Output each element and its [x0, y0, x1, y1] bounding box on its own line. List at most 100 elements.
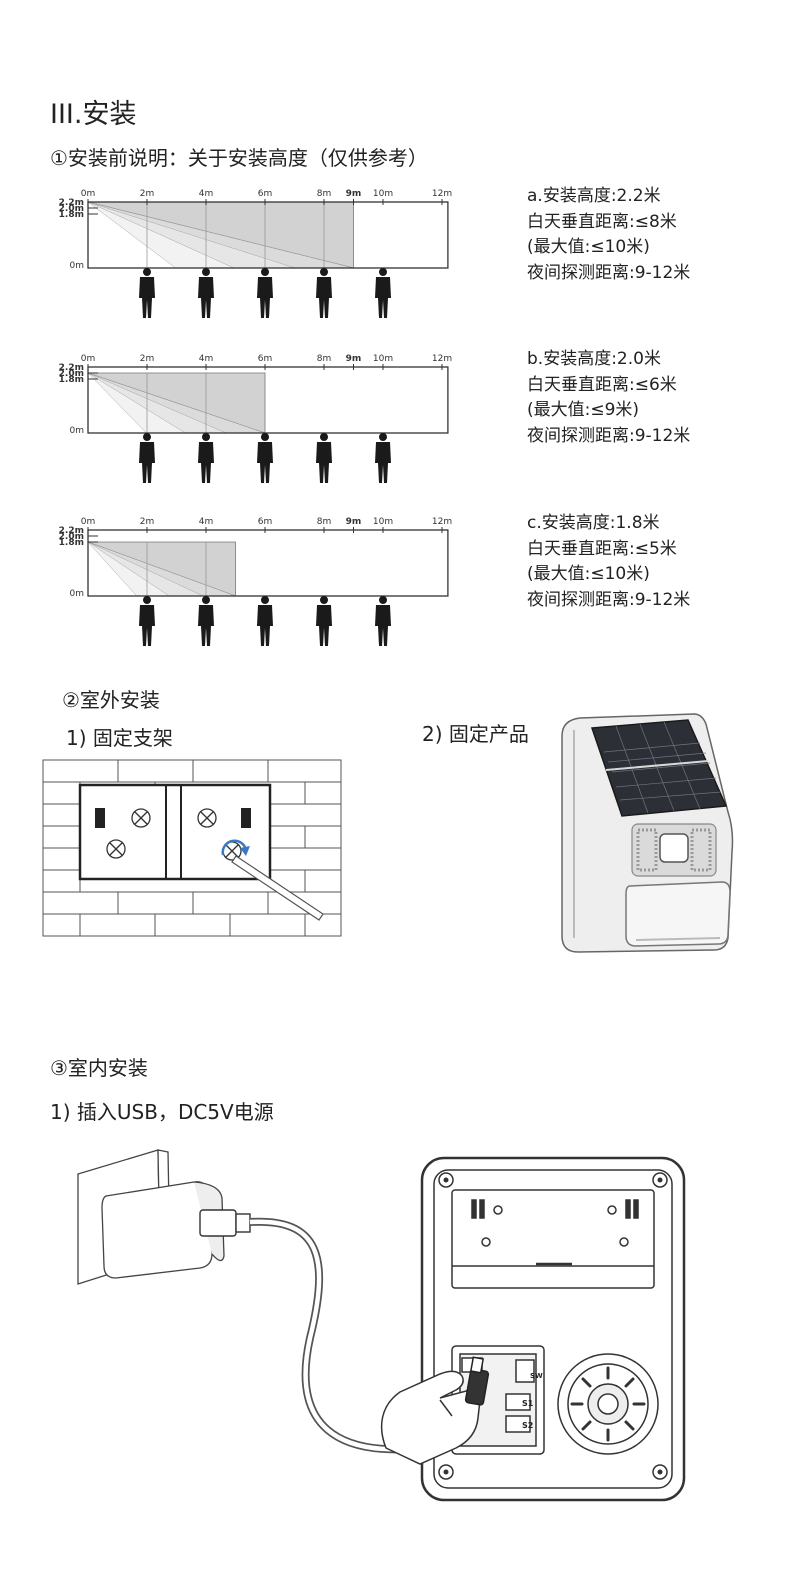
label-s1: S1	[522, 1399, 534, 1408]
person-icon	[375, 596, 391, 646]
person-icon	[198, 433, 214, 483]
label-s2: S2	[522, 1421, 533, 1430]
person-icon	[375, 433, 391, 483]
x-tick-label: 6m	[258, 517, 273, 527]
person-icon	[375, 268, 391, 318]
x-tick-label: 0m	[81, 189, 96, 199]
step-fix-bracket: 1) 固定支架	[66, 726, 173, 750]
person-icon	[139, 596, 155, 646]
spec-c-night: 夜间探测距离:9-12米	[527, 589, 691, 610]
screw-icon	[222, 841, 242, 861]
person-icon	[198, 596, 214, 646]
spec-a-max: (最大值:≤10米)	[527, 237, 650, 257]
spec-b-max: (最大值:≤9米)	[527, 400, 640, 420]
sensor-edge	[635, 937, 721, 941]
x-tick-label: 12m	[432, 517, 452, 527]
pir-sensor-window	[625, 881, 731, 947]
x-tick-label: 0m	[81, 517, 96, 527]
x-tick-label: 2m	[140, 354, 155, 364]
y-tick-label: 2.0m	[59, 532, 84, 542]
person-icon	[257, 433, 273, 483]
y-tick-label: 2.0m	[59, 369, 84, 379]
screwdriver-icon	[231, 855, 324, 921]
subsection-height-title: ①安装前说明：关于安装高度（仅供参考）	[50, 146, 428, 170]
button-s1	[505, 1393, 531, 1411]
diagram-frame	[87, 366, 449, 434]
x-tick-label: 8m	[317, 189, 332, 199]
step-usb-power: 1) 插入USB，DC5V电源	[50, 1100, 274, 1124]
screw-icon	[106, 839, 126, 859]
x-tick-label: 0m	[81, 354, 96, 364]
x-tick-label: 12m	[432, 189, 452, 199]
hand-icon	[380, 1370, 481, 1465]
y-tick-label: 1.8m	[59, 538, 84, 548]
switch-sw	[515, 1359, 535, 1383]
spec-c-day: 白天垂直距离:≤5米	[527, 538, 677, 559]
spec-b-night: 夜间探测距离:9-12米	[527, 425, 691, 446]
x-tick-label: 2m	[140, 189, 155, 199]
diagram-frame	[87, 529, 449, 597]
grille-holes	[636, 828, 712, 872]
usb-plug-device-icon	[464, 1356, 490, 1406]
bracket-slot-right	[241, 808, 251, 828]
bracket-slot-left	[95, 808, 105, 828]
x-tick-label: 4m	[199, 189, 214, 199]
y-tick-label: 0m	[70, 261, 85, 271]
y-tick-label: 2.2m	[59, 198, 84, 208]
x-tick-label: 12m	[432, 354, 452, 364]
indoor-illustration: SW S1 S2	[77, 1149, 686, 1502]
spec-block-b: b.安装高度:2.0米 白天垂直距离:≤6米 (最大值:≤9米) 夜间探测距离:…	[527, 347, 690, 449]
person-icon	[316, 268, 332, 318]
person-icon	[139, 268, 155, 318]
person-icon	[257, 268, 273, 318]
label-sw: SW	[530, 1372, 543, 1380]
mounting-bracket	[451, 1189, 655, 1289]
screw-icon	[131, 808, 151, 828]
x-tick-label: 9m	[346, 517, 362, 527]
diagram-frame	[87, 201, 449, 269]
y-tick-label: 2.2m	[59, 526, 84, 536]
screw-icon	[197, 808, 217, 828]
product-illustration	[561, 713, 734, 953]
alarm-light-icon	[659, 833, 689, 863]
x-tick-label: 10m	[373, 189, 393, 199]
person-icon	[198, 268, 214, 318]
subsection-indoor-title: ③室内安装	[50, 1056, 148, 1080]
spec-c-title: c.安装高度:1.8米	[527, 513, 660, 533]
spec-block-a: a.安装高度:2.2米 白天垂直距离:≤8米 (最大值:≤10米) 夜间探测距离…	[527, 184, 690, 286]
rotate-arrowhead-icon	[240, 846, 250, 856]
person-icon	[316, 596, 332, 646]
siren-speaker	[557, 1353, 659, 1455]
rotate-arrow-icon	[221, 839, 248, 856]
step-fix-product: 2) 固定产品	[422, 722, 529, 746]
solar-panel	[590, 719, 728, 817]
y-tick-label: 0m	[70, 426, 85, 436]
spec-b-day: 白天垂直距离:≤6米	[527, 374, 677, 395]
y-tick-label: 2.2m	[59, 363, 84, 373]
x-tick-label: 9m	[346, 354, 362, 364]
button-s2	[505, 1415, 531, 1433]
y-tick-label: 0m	[70, 589, 85, 599]
spec-a-day: 白天垂直距离:≤8米	[527, 211, 677, 232]
x-tick-label: 8m	[317, 517, 332, 527]
y-tick-label: 1.8m	[59, 210, 84, 220]
section-title: III.安装	[50, 99, 137, 130]
spec-a-night: 夜间探测距离:9-12米	[527, 262, 691, 283]
x-tick-label: 4m	[199, 517, 214, 527]
x-tick-label: 6m	[258, 354, 273, 364]
x-tick-label: 10m	[373, 354, 393, 364]
spec-b-title: b.安装高度:2.0米	[527, 349, 661, 369]
subsection-outdoor-title: ②室外安装	[62, 688, 160, 712]
person-icon	[257, 596, 273, 646]
spec-block-c: c.安装高度:1.8米 白天垂直距离:≤5米 (最大值:≤10米) 夜间探测距离…	[527, 511, 690, 613]
x-tick-label: 8m	[317, 354, 332, 364]
person-icon	[139, 433, 155, 483]
x-tick-label: 10m	[373, 517, 393, 527]
usb-plug-icon	[199, 1209, 251, 1237]
person-icon	[316, 433, 332, 483]
y-tick-label: 1.8m	[59, 375, 84, 385]
